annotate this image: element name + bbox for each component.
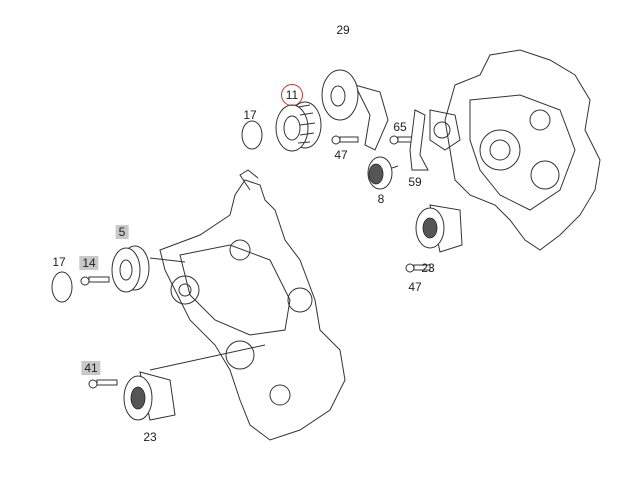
callout-8: 8 — [377, 192, 385, 206]
callout-17-left: 17 — [52, 255, 66, 269]
cover-cap-17-top — [241, 120, 263, 150]
callout-29: 29 — [336, 23, 350, 37]
bolt-47-right — [405, 263, 431, 273]
tensioner-29 — [321, 69, 389, 151]
engine-block-right — [429, 49, 601, 251]
callout-5[interactable]: 5 — [115, 225, 129, 239]
bolt-41 — [88, 379, 118, 389]
callout-59: 59 — [408, 175, 422, 189]
pulley-5 — [111, 245, 150, 293]
callout-11-highlighted[interactable]: 11 — [281, 84, 303, 106]
engine-block-left — [149, 169, 346, 441]
idler-pulley-8 — [367, 156, 399, 190]
callout-41[interactable]: 41 — [81, 361, 101, 375]
callout-47-top: 47 — [334, 148, 348, 162]
callout-47-right: 47 — [408, 280, 422, 294]
callout-23-left: 23 — [143, 430, 157, 444]
guide-rail-59 — [409, 109, 429, 171]
callout-23-right: 23 — [421, 261, 435, 275]
bolt-14 — [80, 276, 110, 286]
tensioner-23-left — [123, 371, 176, 421]
pulley-11 — [275, 101, 322, 152]
bolt-47-top — [331, 135, 359, 145]
callout-14[interactable]: 14 — [79, 256, 99, 270]
callout-17-top: 17 — [243, 108, 257, 122]
callout-65: 65 — [393, 120, 407, 134]
cover-cap-17-left — [51, 271, 73, 303]
tensioner-23-right — [415, 204, 463, 253]
